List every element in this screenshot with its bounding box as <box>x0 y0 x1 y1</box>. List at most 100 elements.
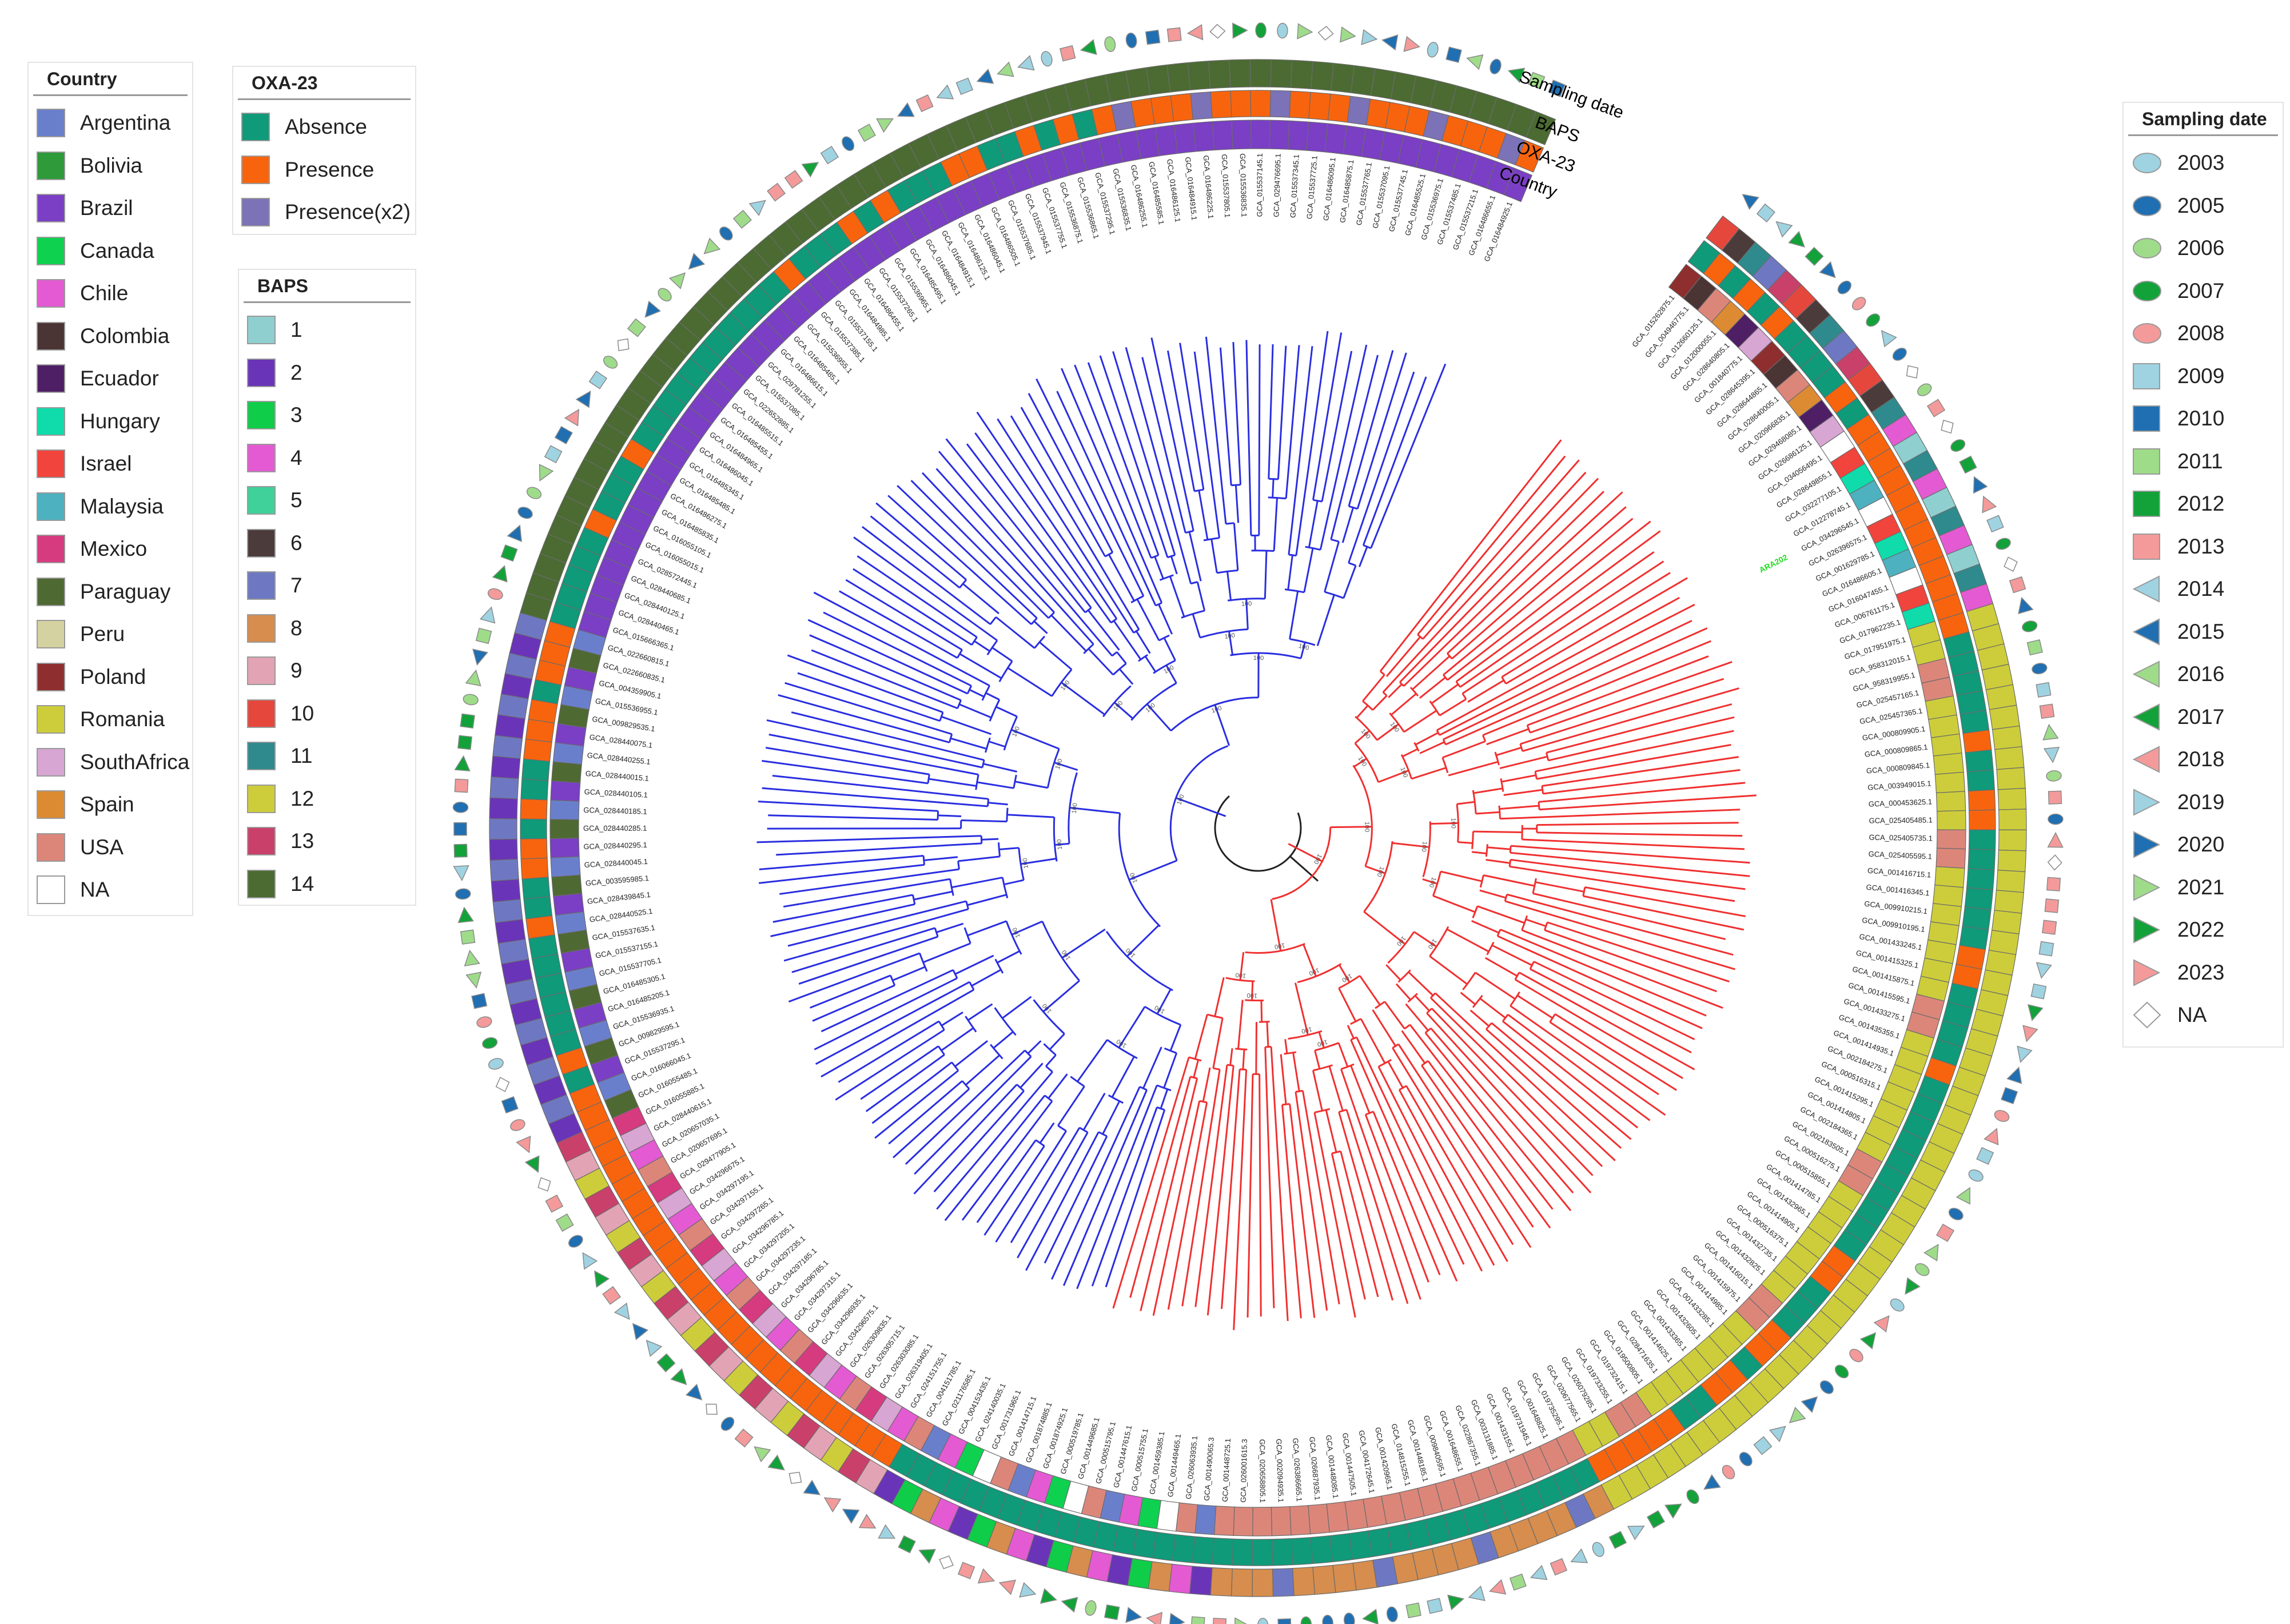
baps-legend-item: 5 <box>239 479 415 522</box>
tree-branch <box>941 1011 963 1026</box>
baps-ring-cell <box>1332 1562 1357 1593</box>
oxa23-legend-label: Presence <box>285 157 375 181</box>
sampling-marker <box>801 162 819 178</box>
tree-branch <box>1292 1052 1300 1092</box>
sampling-tri-right-icon <box>2132 830 2162 859</box>
oxa23-legend-item: Absence <box>233 106 415 149</box>
tree-branch <box>770 903 915 937</box>
tree-branch <box>1539 794 1757 811</box>
tree-branch <box>1025 1131 1100 1271</box>
sampling-marker-shape <box>1381 34 1399 51</box>
sampling-marker <box>471 993 488 1009</box>
sampling-marker-shape <box>1881 330 1897 348</box>
sampling-marker-shape <box>1509 1573 1527 1591</box>
tree-branch <box>1179 343 1205 490</box>
country-ring-cell <box>1326 1501 1349 1533</box>
tip-label: GCA_001432965.1 <box>1755 1176 1813 1220</box>
sampling-marker-shape <box>1405 1602 1421 1619</box>
sampling-marker-shape <box>1950 439 1966 452</box>
tree-branch <box>913 1084 1018 1195</box>
baps-ring-cell <box>1994 890 2024 914</box>
country-legend-item: SouthAfrica <box>29 741 192 784</box>
tip-label: GCA_016485485.1 <box>678 476 737 516</box>
sampling-marker <box>1190 1616 1205 1624</box>
oxa23-ring-cell <box>521 877 551 899</box>
tree-branch <box>1108 554 1135 602</box>
tree-branch <box>1266 1021 1269 1047</box>
tree-branch-arc <box>980 835 983 843</box>
sampling-marker-shape <box>801 162 819 178</box>
tree-branch-arc <box>957 861 960 870</box>
tip-label: GCA_001416715.1 <box>1867 866 1931 879</box>
tree-branch <box>1169 576 1185 618</box>
support-value: 100 <box>1375 866 1385 878</box>
country-ring-cell <box>553 893 584 916</box>
sampling-marker <box>2036 962 2052 979</box>
tree-branch <box>1289 855 1319 882</box>
sampling-legend-label: 2007 <box>2177 278 2225 302</box>
oxa23-ring-cell <box>1969 809 1996 830</box>
sampling-marker <box>1212 1618 1227 1624</box>
support-value: 100 <box>1246 992 1257 999</box>
tree-branch <box>772 774 989 800</box>
sampling-marker <box>517 507 533 519</box>
sampling-marker-shape <box>646 1339 663 1357</box>
sampling-marker-shape <box>479 606 496 624</box>
sampling-marker-shape <box>1948 1208 1964 1220</box>
oxa23-ring-cell <box>1515 140 1544 173</box>
sampling-marker-shape <box>460 713 475 729</box>
tree-branch <box>1210 539 1218 574</box>
tree-branch <box>1198 490 1209 540</box>
tree-branch-arc <box>938 1021 945 1030</box>
tree-branch <box>1337 1042 1349 1068</box>
sampling-marker <box>1941 419 1954 434</box>
sampling-marker <box>465 972 482 989</box>
baps-ring-cell <box>489 797 518 819</box>
tree-branch <box>1163 1053 1178 1089</box>
tip-label: GCA_026687935.1 <box>1308 1436 1322 1500</box>
country-legend-label: Brazil <box>80 196 133 220</box>
tree-branch <box>985 692 1000 700</box>
tree-branch-arc <box>1225 977 1255 982</box>
tip-label: GCA_001415325.1 <box>1855 949 1919 970</box>
sampling-marker <box>1982 495 1997 514</box>
country-ring-cell <box>1306 121 1328 153</box>
tree-branch-arc <box>1053 817 1058 862</box>
sampling-legend-label: 2008 <box>2177 321 2225 345</box>
tree-branch-arc <box>1313 1064 1333 1072</box>
sampling-marker <box>507 524 522 542</box>
tree-branch <box>797 672 941 722</box>
sampling-marker-shape <box>1873 1315 1890 1333</box>
sampling-marker-shape <box>1984 1128 1999 1146</box>
tree-branch <box>1439 603 1695 736</box>
tree-branch <box>1061 682 1105 715</box>
tree-branch-arc <box>1159 574 1174 581</box>
sampling-legend-label: 2022 <box>2177 918 2225 942</box>
tree-branch <box>1158 604 1173 635</box>
tree-branch <box>1142 1046 1162 1089</box>
oxa23-legend-label: Presence(x2) <box>285 200 411 224</box>
sampling-marker <box>1209 23 1226 39</box>
sampling-marker <box>876 118 894 133</box>
tree-branch <box>1033 620 1048 634</box>
sampling-marker-shape <box>1976 1147 1994 1165</box>
sampling-square-icon <box>2132 362 2162 391</box>
sampling-marker-shape <box>1403 35 1420 52</box>
tree-branch <box>1412 655 1451 690</box>
tree-branch <box>1500 929 1707 1017</box>
sampling-marker-shape <box>939 1555 954 1570</box>
tree-branch <box>967 920 1007 937</box>
sampling-marker-shape <box>460 929 476 945</box>
tree-branch <box>1362 376 1427 546</box>
tip-label: GCA_016486255.1 <box>1129 164 1149 228</box>
sampling-marker <box>646 1339 663 1357</box>
tree-branch <box>892 966 926 981</box>
tree-branch <box>1118 1006 1146 1048</box>
tree-branch-arc <box>1230 652 1301 659</box>
tree-branch-arc <box>1485 844 1488 857</box>
tree-branch <box>1395 983 1411 1001</box>
oxa23-ring-cell <box>1230 90 1252 118</box>
baps-swatch <box>247 699 276 728</box>
sampling-marker-shape <box>1982 495 1997 514</box>
